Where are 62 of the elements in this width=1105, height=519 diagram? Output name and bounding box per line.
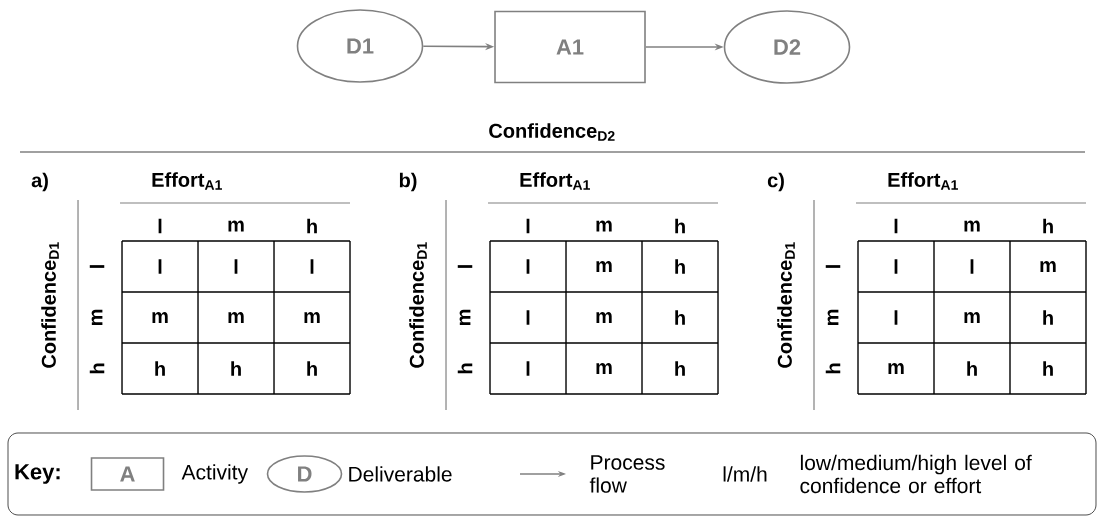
- panel-letter: a): [31, 172, 48, 192]
- table-cell: l: [526, 361, 530, 376]
- table-cell: h: [1043, 361, 1053, 376]
- panel-letter: b): [399, 172, 417, 192]
- column-header: m: [596, 220, 612, 232]
- row-header: h: [457, 363, 473, 374]
- table-cell: l: [234, 259, 238, 274]
- column-header: l: [894, 218, 898, 234]
- table-cell: l: [310, 259, 314, 274]
- table-cell: h: [307, 361, 317, 376]
- table-cell: h: [675, 310, 685, 325]
- column-header: h: [675, 218, 685, 234]
- table-cell: m: [596, 312, 612, 323]
- table-cell: m: [1040, 261, 1056, 272]
- row-axis-title: Confidence$_{D1}$: [777, 242, 795, 368]
- table-cell: l: [158, 259, 162, 274]
- panel-letter: c): [767, 172, 784, 192]
- table-cell: l: [970, 259, 974, 274]
- table-cell: h: [1043, 310, 1053, 325]
- activity-box: A: [90, 457, 165, 491]
- row-header: l: [457, 265, 473, 268]
- table-cell: m: [888, 363, 904, 374]
- legend-label: Process flow: [589, 455, 665, 493]
- title: Confidence$_{D2}$: [489, 123, 615, 141]
- row-header: h: [825, 363, 841, 374]
- table-cell: m: [152, 312, 168, 323]
- table-cell: h: [675, 361, 685, 376]
- column-header: h: [1043, 218, 1053, 234]
- table-cell: l: [894, 310, 898, 325]
- column-axis-title: Effort$_{A1}$: [152, 172, 222, 190]
- table-cell: h: [967, 361, 977, 376]
- column-header: m: [964, 220, 980, 232]
- table-cell: m: [596, 261, 612, 272]
- row-header: h: [89, 363, 105, 374]
- table-cell: m: [964, 312, 980, 323]
- column-header: l: [158, 218, 162, 234]
- key-abbreviation: l/m/h: [723, 466, 767, 482]
- row-header: m: [91, 309, 103, 326]
- table-cell: l: [526, 310, 530, 325]
- key-note: low/medium/high level of confidence or effort: [800, 454, 1032, 494]
- table-cell: h: [155, 361, 165, 376]
- legend-label: Deliverable: [349, 466, 452, 482]
- row-axis-title: Confidence$_{D1}$: [409, 242, 427, 368]
- row-header: m: [459, 309, 471, 326]
- legend-label: Activity: [181, 464, 248, 484]
- row-axis-title: Confidence$_{D1}$: [41, 242, 59, 368]
- table-cell: l: [526, 259, 530, 274]
- row-header: l: [89, 265, 105, 268]
- table-cell: l: [894, 259, 898, 274]
- table-cell: m: [596, 363, 612, 374]
- column-header: h: [307, 218, 317, 234]
- column-axis-title: Effort$_{A1}$: [520, 172, 590, 190]
- row-header: l: [825, 265, 841, 268]
- column-axis-title: Effort$_{A1}$: [888, 172, 958, 190]
- table-cell: m: [304, 312, 320, 323]
- column-header: m: [228, 220, 244, 232]
- table-cell: m: [228, 312, 244, 323]
- table-cell: h: [675, 259, 685, 274]
- table-cell: h: [231, 361, 241, 376]
- column-header: l: [526, 218, 530, 234]
- activity-box: A1: [494, 10, 646, 84]
- row-header: m: [827, 309, 839, 326]
